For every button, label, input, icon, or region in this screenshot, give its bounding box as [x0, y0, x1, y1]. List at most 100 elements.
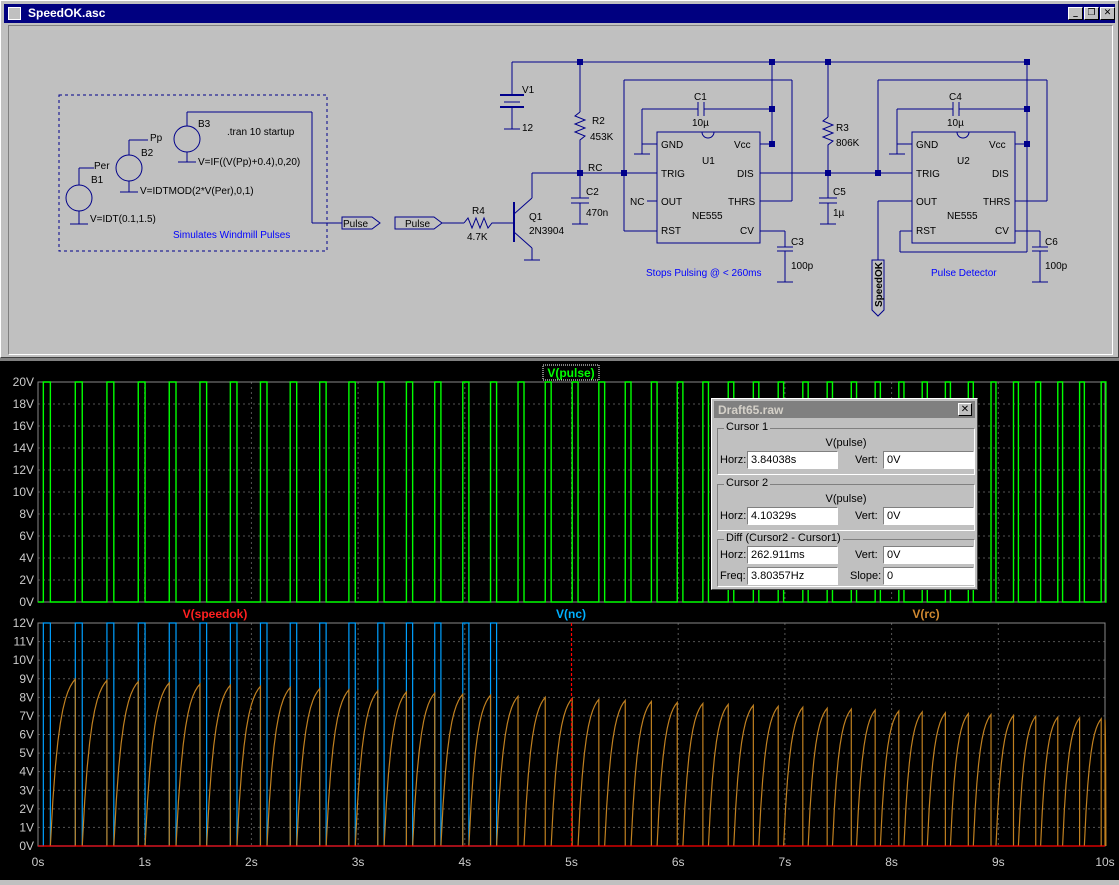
trace-label-nc[interactable]: V(nc)	[556, 607, 586, 621]
q1-label: Q1	[529, 212, 543, 223]
v1-value: 12	[522, 123, 534, 134]
r4-value: 4.7K	[467, 232, 488, 243]
c4-label: C4	[949, 92, 962, 103]
b3-symbol	[173, 125, 201, 153]
cursor2-horz-label: Horz:	[720, 510, 747, 522]
c2-value: 470n	[586, 208, 608, 219]
trace-vrc	[49, 677, 1107, 847]
x-tick-label: 8s	[885, 855, 898, 869]
pane2-y-tick-label: 3V	[19, 783, 34, 797]
schematic-canvas[interactable]: Per B1 V=IDT(0.1,1.5) Pp B2 V=IDTMOD(2*V…	[8, 25, 1113, 355]
pane2-y-tick-label: 4V	[19, 765, 34, 779]
r2-label: R2	[592, 116, 605, 127]
pane1-y-tick-label: 2V	[19, 573, 34, 587]
u2-ne555	[911, 131, 1016, 244]
diff-legend: Diff (Cursor2 - Cursor1)	[724, 532, 843, 544]
u2-pin-gnd: GND	[916, 140, 938, 151]
title-bar[interactable]: SpeedOK.asc _ ❐ ✕	[4, 4, 1115, 23]
cursor1-horz-field[interactable]: 3.84038s	[747, 451, 838, 469]
tran-directive: .tran 10 startup	[227, 127, 295, 138]
pane2-y-tick-label: 1V	[19, 820, 34, 834]
pulse-flag-in	[394, 216, 443, 230]
node-per-label: Per	[94, 161, 110, 172]
c5-value: 1µ	[833, 208, 845, 219]
b2-expr: V=IDTMOD(2*V(Per),0,1)	[140, 186, 254, 197]
pane2-y-tick-label: 0V	[19, 839, 34, 853]
diff-slope-field[interactable]: 0	[883, 567, 974, 585]
c4-value: 10µ	[947, 118, 964, 129]
diff-freq-label: Freq:	[720, 570, 746, 582]
cursor1-legend: Cursor 1	[724, 421, 771, 433]
b1-label: B1	[91, 175, 104, 186]
cursor1-horz-label: Horz:	[720, 454, 747, 466]
u1-caption: Stops Pulsing @ < 260ms	[646, 268, 762, 279]
r3-value: 806K	[836, 138, 860, 149]
x-tick-label: 10s	[1095, 855, 1114, 869]
cursor1-vert-field[interactable]: 0V	[883, 451, 974, 469]
pane2-y-tick-label: 12V	[13, 616, 34, 630]
close-button[interactable]: ✕	[1100, 7, 1115, 20]
trace-label-speedok[interactable]: V(speedok)	[183, 607, 248, 621]
pane1-y-tick-label: 18V	[13, 397, 34, 411]
u1-pin-out: OUT	[661, 197, 682, 208]
x-tick-label: 4s	[458, 855, 471, 869]
pulse-flag-out	[341, 216, 381, 230]
u2-pin-vcc: Vcc	[989, 140, 1006, 151]
diff-vert-field[interactable]: 0V	[883, 546, 974, 564]
cursor-window[interactable]: Draft65.raw ✕ Cursor 1 V(pulse) Horz: 3.…	[711, 398, 978, 590]
cursor2-vert-field[interactable]: 0V	[883, 507, 974, 525]
x-tick-label: 3s	[352, 855, 365, 869]
pane1-y-tick-label: 8V	[19, 507, 34, 521]
pane1-y-tick-label: 0V	[19, 595, 34, 609]
diff-vert-label: Vert:	[855, 549, 878, 561]
u1-pin-cv: CV	[740, 226, 754, 237]
x-tick-label: 0s	[32, 855, 45, 869]
x-tick-label: 5s	[565, 855, 578, 869]
cursor2-legend: Cursor 2	[724, 477, 771, 489]
b2-label: B2	[141, 148, 154, 159]
minimize-button[interactable]: _	[1068, 7, 1083, 20]
u1-pin-trig: TRIG	[661, 169, 685, 180]
r3-label: R3	[836, 123, 849, 134]
cursor2-horz-field[interactable]: 4.10329s	[747, 507, 838, 525]
pane1-y-tick-label: 16V	[13, 419, 34, 433]
c3-value: 100p	[791, 261, 814, 272]
b2-symbol	[115, 154, 143, 182]
diff-slope-label: Slope:	[850, 570, 882, 582]
rc-net-label: RC	[588, 163, 602, 174]
c3-label: C3	[791, 237, 804, 248]
u1-pin-dis: DIS	[737, 169, 754, 180]
pane1-y-tick-label: 12V	[13, 463, 34, 477]
u2-pin-out: OUT	[916, 197, 937, 208]
u2-pin-rst: RST	[916, 226, 936, 237]
waveform-plot[interactable]: 20V18V16V14V12V10V8V6V4V2V0V12V11V10V9V8…	[0, 361, 1119, 880]
trace-label-rc[interactable]: V(rc)	[912, 607, 939, 621]
diff-horz-field[interactable]: 262.911ms	[747, 546, 838, 564]
pane1-trace-label[interactable]: V(pulse)	[547, 366, 594, 380]
restore-button[interactable]: ❐	[1084, 7, 1099, 20]
windmill-sim-box	[58, 94, 328, 252]
pulse-net-label: Pulse	[343, 219, 368, 230]
pane2-y-tick-label: 10V	[13, 653, 34, 667]
x-tick-label: 1s	[138, 855, 151, 869]
pane1-y-tick-label: 20V	[13, 375, 34, 389]
cursor-window-titlebar[interactable]: Draft65.raw ✕	[714, 401, 975, 418]
windmill-box-label: Simulates Windmill Pulses	[173, 230, 290, 241]
pane2-y-tick-label: 5V	[19, 746, 34, 760]
cursor2-vert-label: Vert:	[855, 510, 878, 522]
b1-expr: V=IDT(0.1,1.5)	[90, 214, 156, 225]
u1-pin-thrs: THRS	[728, 197, 756, 208]
diff-freq-field[interactable]: 3.80357Hz	[747, 567, 838, 585]
schematic-window: SpeedOK.asc _ ❐ ✕	[0, 0, 1119, 358]
diff-horz-label: Horz:	[720, 549, 747, 561]
schematic-drawing: Per B1 V=IDT(0.1,1.5) Pp B2 V=IDTMOD(2*V…	[58, 59, 1068, 317]
cursor-window-close-button[interactable]: ✕	[958, 403, 972, 416]
u1-ne555	[656, 131, 761, 244]
diff-group: Diff (Cursor2 - Cursor1) Horz: 262.911ms…	[717, 532, 975, 587]
x-tick-label: 2s	[245, 855, 258, 869]
window-title: SpeedOK.asc	[28, 6, 106, 20]
b3-label: B3	[198, 119, 211, 130]
u1-pin-gnd: GND	[661, 140, 683, 151]
cursor2-trace: V(pulse)	[825, 493, 867, 505]
